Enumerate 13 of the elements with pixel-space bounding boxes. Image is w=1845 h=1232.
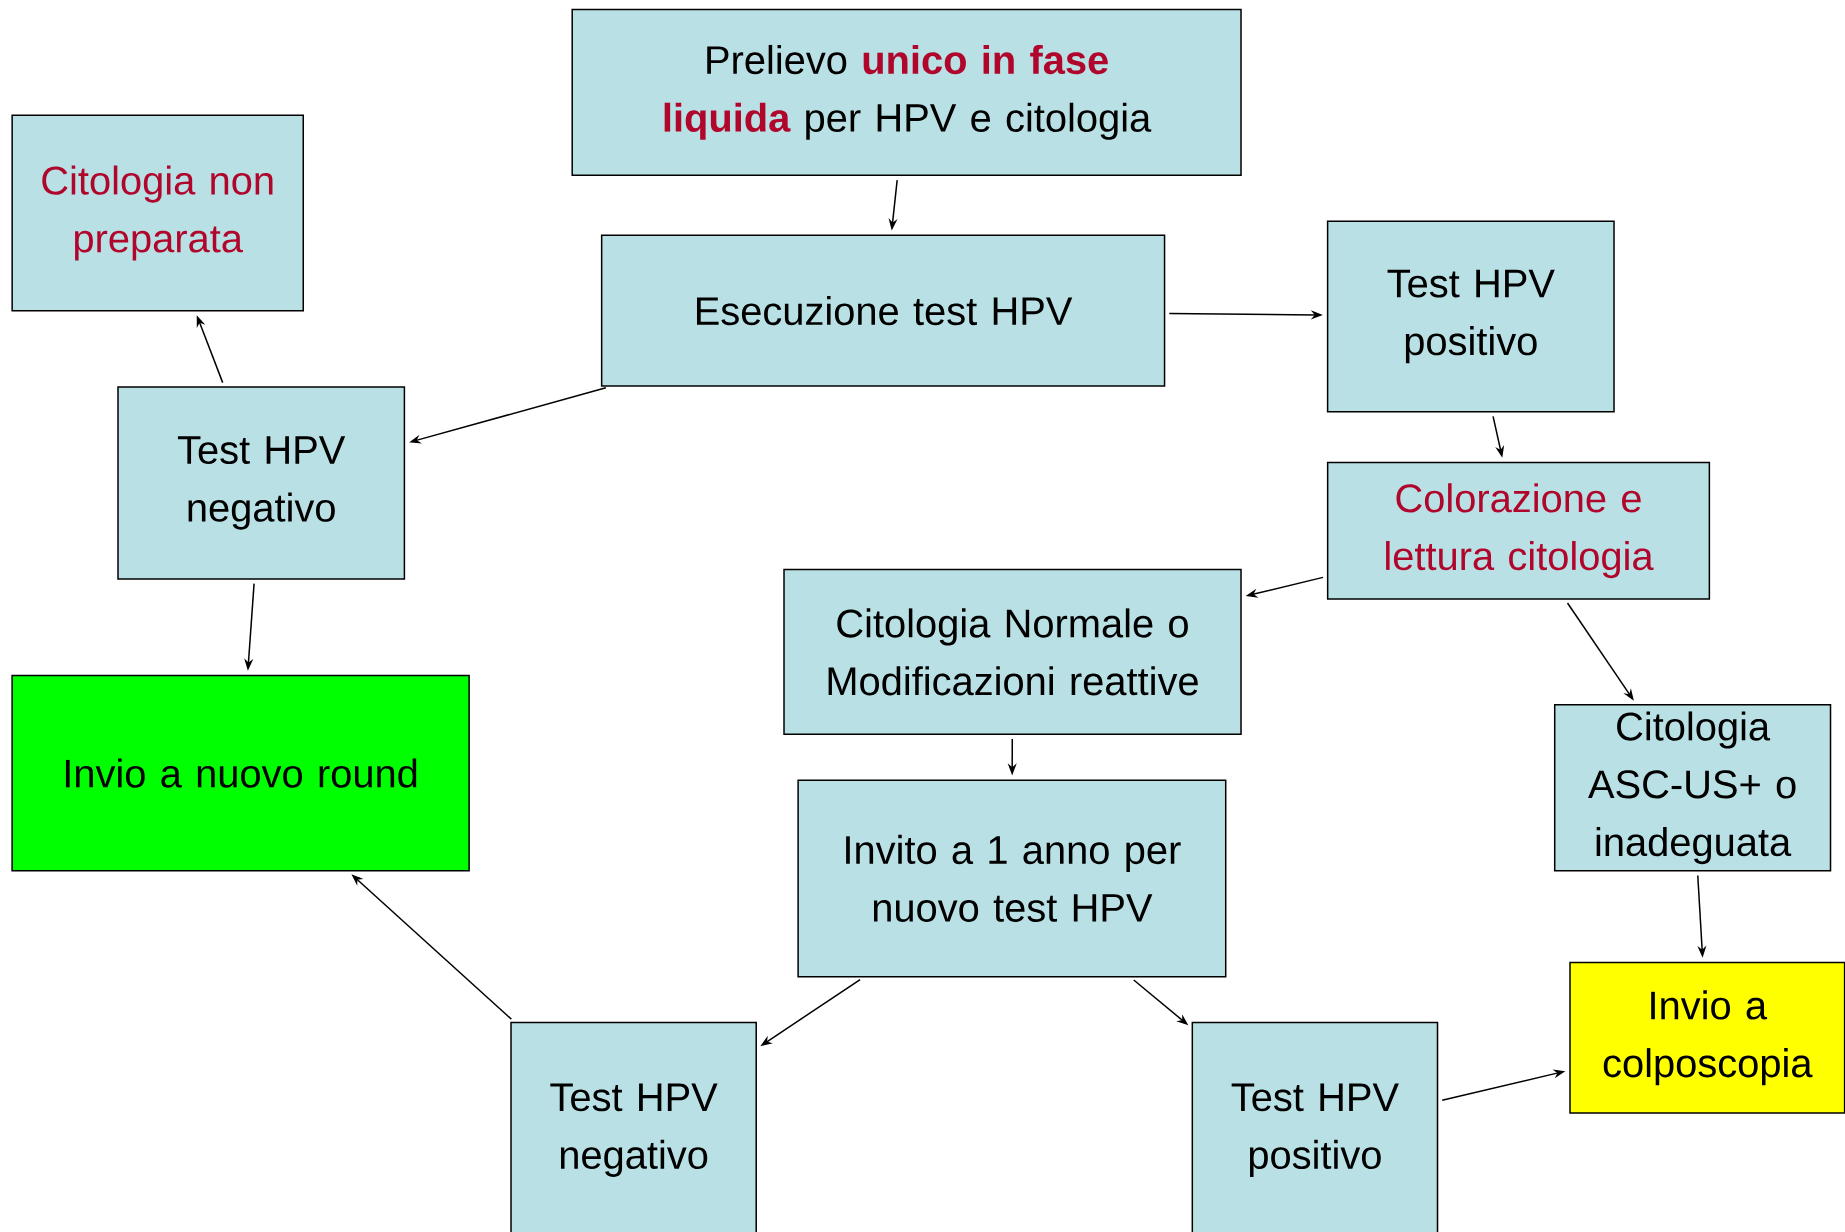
process-box: Citologia ASC-US+ o inadeguata [1553,704,1832,872]
process-box: Test HPV positivo [1191,1021,1439,1232]
process-box: Test HPV negativo [510,1021,757,1232]
process-box: Citologia non preparata [11,114,304,312]
process-box: Invio a nuovo round [11,674,470,872]
process-box: Invito a 1 anno per nuovo test HPV [797,779,1227,978]
process-box: Invio a colposcopia [1569,961,1845,1114]
process-box: Prelievo unico in fase liquida per HPV e citologia [571,8,1242,177]
process-box: Esecuzione test HPV [600,234,1166,387]
process-box: Test HPV negativo [117,386,406,580]
process-box: Citologia Normale o Modificazioni reattive [783,568,1242,735]
process-box: Colorazione e lettura citologia [1326,461,1711,600]
process-box: Test HPV positivo [1326,220,1615,413]
